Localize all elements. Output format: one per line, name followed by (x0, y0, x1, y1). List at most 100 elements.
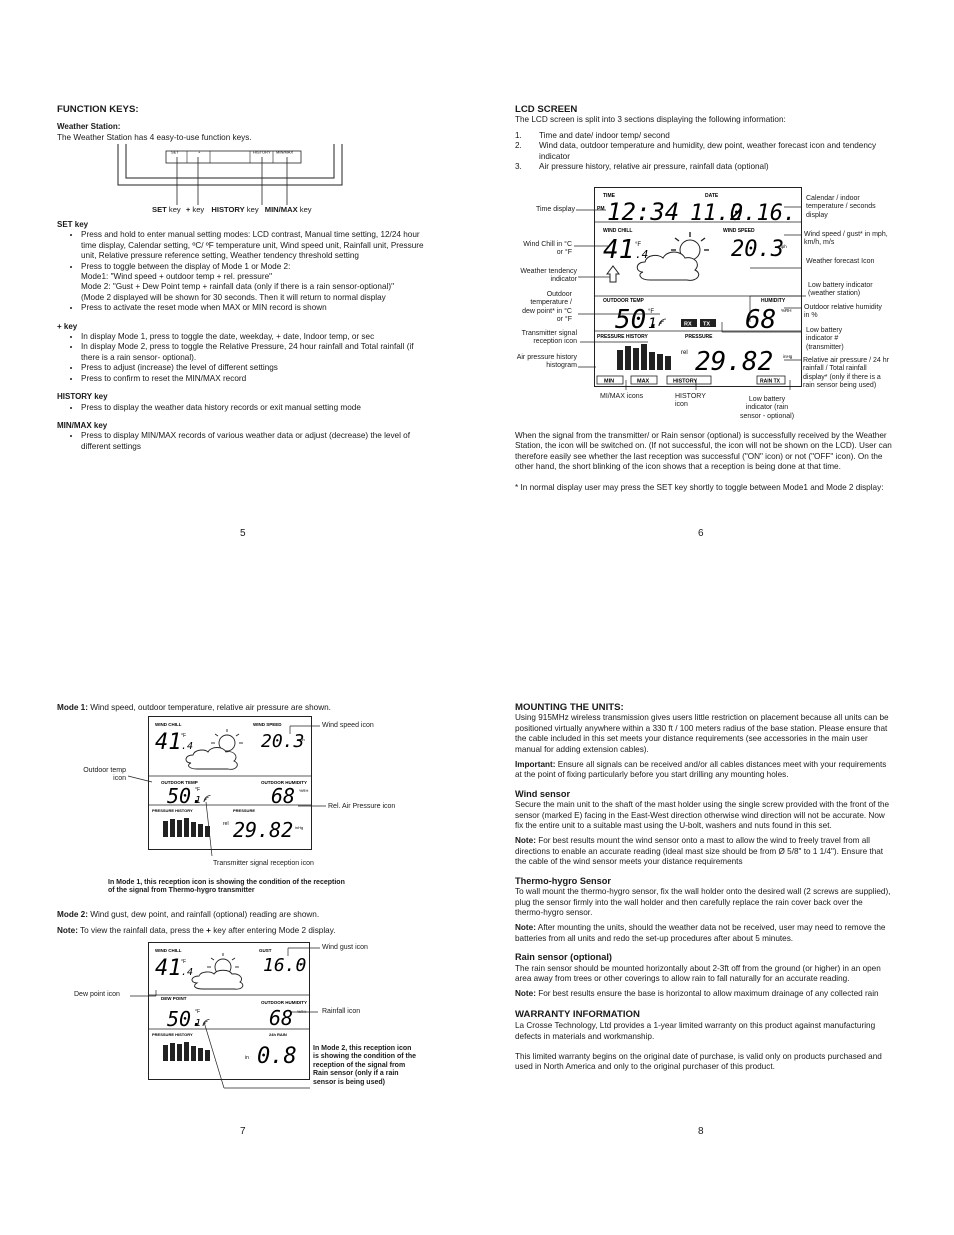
m1-wind-chill-label: WIND CHILL (155, 722, 182, 727)
tx-label: TX (703, 322, 710, 328)
m2-humidity-unit: %RH (297, 1009, 306, 1014)
lcd-display-main: TIME DATE PM 12:34 11.0 2.16. WIND CHILL… (594, 187, 802, 387)
lcd-pressure-value: 29.82 (695, 347, 773, 377)
min-icon (596, 375, 624, 385)
lcd-screen-title: LCD SCREEN (515, 104, 578, 115)
wind-sensor-heading: Wind sensor (515, 788, 571, 799)
m1-humidity-unit: %RH (299, 788, 308, 793)
set-key-caption: SET key (152, 205, 181, 214)
m1-wind-speed-unit: mph (297, 737, 305, 742)
max-label: MAX (637, 379, 650, 385)
m2-wind-chill-value: 41 (155, 956, 182, 981)
lcd-mode1: WIND CHILL WIND SPEED 41 °F .4 20.3 mph … (148, 716, 312, 850)
signal-paragraph: When the signal from the transmitter/ or… (515, 431, 892, 472)
rx-badge (681, 319, 697, 327)
page-5: FUNCTION KEYS: Weather Station: The Weat… (57, 104, 437, 143)
lcd-outdoor-temp-unit: °F (648, 309, 654, 315)
callout-rel-pressure: Relative air pressure / 24 hr rainfall /… (803, 357, 889, 390)
set-mode2-note: (Mode 2 displayed will be shown for 30 s… (81, 292, 386, 302)
m2-wind-chill-label: WIND CHILL (155, 948, 182, 953)
lcd-wind-chill-label: WIND CHILL (603, 228, 632, 234)
page-5-keys: SET key Press and hold to enter manual s… (57, 220, 432, 452)
important-note: Important: Ensure all signals can be rec… (515, 760, 887, 780)
mode-toggle-paragraph: * In normal display user may press the S… (515, 482, 884, 492)
callout-rel-air-pressure: Rel. Air Pressure icon (328, 803, 396, 810)
m1-outdoor-decimal: 1 (195, 795, 201, 806)
lcd-pressure-unit: inHg (783, 354, 793, 359)
page-number-5: 5 (240, 528, 246, 539)
callout-calendar: Calendar / indoor temperature / seconds … (806, 195, 876, 219)
callout-lowbat-ws: Low battery indicator (weather station) (808, 282, 873, 298)
m1-wind-speed-value: 20.3 (261, 731, 304, 752)
list-item: 1.Time and date/ indoor temp/ second (515, 130, 670, 140)
mode1-label: Mode 1: (57, 703, 88, 712)
max-icon (630, 375, 658, 385)
history-key-heading: HISTORY key (57, 392, 108, 402)
m1-outdoor-unit: °F (195, 787, 200, 793)
set-key-heading: SET key (57, 220, 89, 229)
mounting-intro: Using 915MHz wireless transmission gives… (515, 713, 889, 754)
callout-minmax: MI/MAX icons (600, 393, 644, 400)
m1-unit: °F (181, 733, 186, 739)
callout-forecast: Weather forecast Icon (806, 258, 875, 265)
list-item: Press to toggle between the display of M… (81, 262, 432, 304)
callout-wind-speed: Wind speed / gust* in mph, km/h, m/s (804, 231, 888, 247)
lcd-wind-speed-unit: mph (778, 244, 787, 249)
list-item: Press to adjust (increase) the level of … (81, 363, 432, 373)
warranty-heading: WARRANTY INFORMATION (515, 1008, 640, 1020)
lcd-humidity-unit: %RH (781, 308, 792, 313)
m1-wind-chill-decimal: .4 (181, 741, 193, 752)
callout-humidity: Outdoor relative humidity in % (804, 304, 882, 320)
warranty-text-2: This limited warranty begins on the orig… (515, 1051, 882, 1072)
mode1-text: Wind speed, outdoor temperature, relativ… (87, 703, 331, 712)
lcd-intro: The LCD screen is split into 3 sections … (515, 115, 786, 125)
lcd-main-svg: TIME DATE PM 12:34 11.0 2.16. WIND CHILL… (595, 193, 801, 385)
mounting-title: MOUNTING THE UNITS: (515, 702, 624, 713)
m2-weather-icon (191, 953, 244, 990)
tx-badge (700, 319, 716, 327)
list-item: 2.Wind data, outdoor temperature and hum… (515, 141, 877, 161)
wind-sensor-text: Secure the main unit to the shaft of the… (515, 800, 890, 831)
m2-histogram (163, 1042, 210, 1061)
m2-dew-decimal: 1 (195, 1018, 201, 1029)
m2-wind-chill-decimal: .4 (181, 967, 193, 978)
list-item: Press to confirm to reset the MIN/MAX re… (81, 374, 432, 384)
lcd-rel: rel (681, 350, 688, 356)
pressure-histogram (617, 344, 671, 370)
mode2-leader-lines (130, 947, 320, 1089)
m2-rain-value: 0.8 (257, 1044, 297, 1069)
note-label: Note: (57, 926, 78, 936)
m2-in-unit: in (245, 1055, 249, 1061)
lcd-time-label: TIME (603, 193, 616, 199)
lcd-outdoor-temp-label: OUTDOOR TEMP (603, 298, 644, 304)
key-set-label: SET (171, 150, 179, 155)
m1-wind-speed-label: WIND SPEED (253, 722, 282, 727)
tendency-arrow-icon (606, 265, 620, 283)
m2-humidity-value: 68 (269, 1006, 293, 1030)
page-6: LCD SCREEN The LCD screen is split into … (515, 104, 895, 172)
set-mode1: Mode1: "Wind speed + outdoor temp + rel.… (81, 272, 273, 282)
note-text-c: key after entering Mode 2 display. (210, 926, 336, 936)
page-8: MOUNTING THE UNITS: Using 915MHz wireles… (515, 702, 893, 1073)
mode1-leader-lines (127, 725, 326, 857)
set-mode2: Mode 2: "Gust + Dew Point temp + rainfal… (81, 282, 394, 292)
lcd-date-label: DATE (705, 193, 719, 199)
plus-key-heading: + key (57, 321, 78, 331)
lcd-wind-speed-value: 20.3 (731, 237, 784, 262)
page-7-mode1: Mode 1: Wind speed, outdoor temperature,… (57, 703, 437, 713)
weather-station-heading: Weather Station: (57, 122, 121, 132)
history-icon (666, 375, 712, 385)
lcd-pressure-history-label: PRESSURE HISTORY (597, 334, 649, 340)
plus-key-caption: + key (185, 205, 205, 214)
mode2-reception-note: In Mode 2, this reception icon is showin… (313, 1045, 417, 1086)
minmax-key-heading: MIN/MAX key (57, 420, 108, 430)
lcd-outdoor-temp-value: 50. (615, 305, 662, 335)
weather-station-text: The Weather Station has 4 easy-to-use fu… (57, 132, 252, 142)
m2-unit: °F (181, 959, 186, 965)
lcd-wind-chill-value: 41 (603, 235, 634, 265)
rain-tx-label: RAIN TX (760, 379, 781, 385)
lcd-leader-lines (574, 206, 806, 390)
m2-gust-unit: mph (297, 961, 305, 966)
lcd-time-value: 12:34 (607, 198, 679, 226)
m1-pressure-history-label: PRESSURE HISTORY (152, 808, 193, 813)
